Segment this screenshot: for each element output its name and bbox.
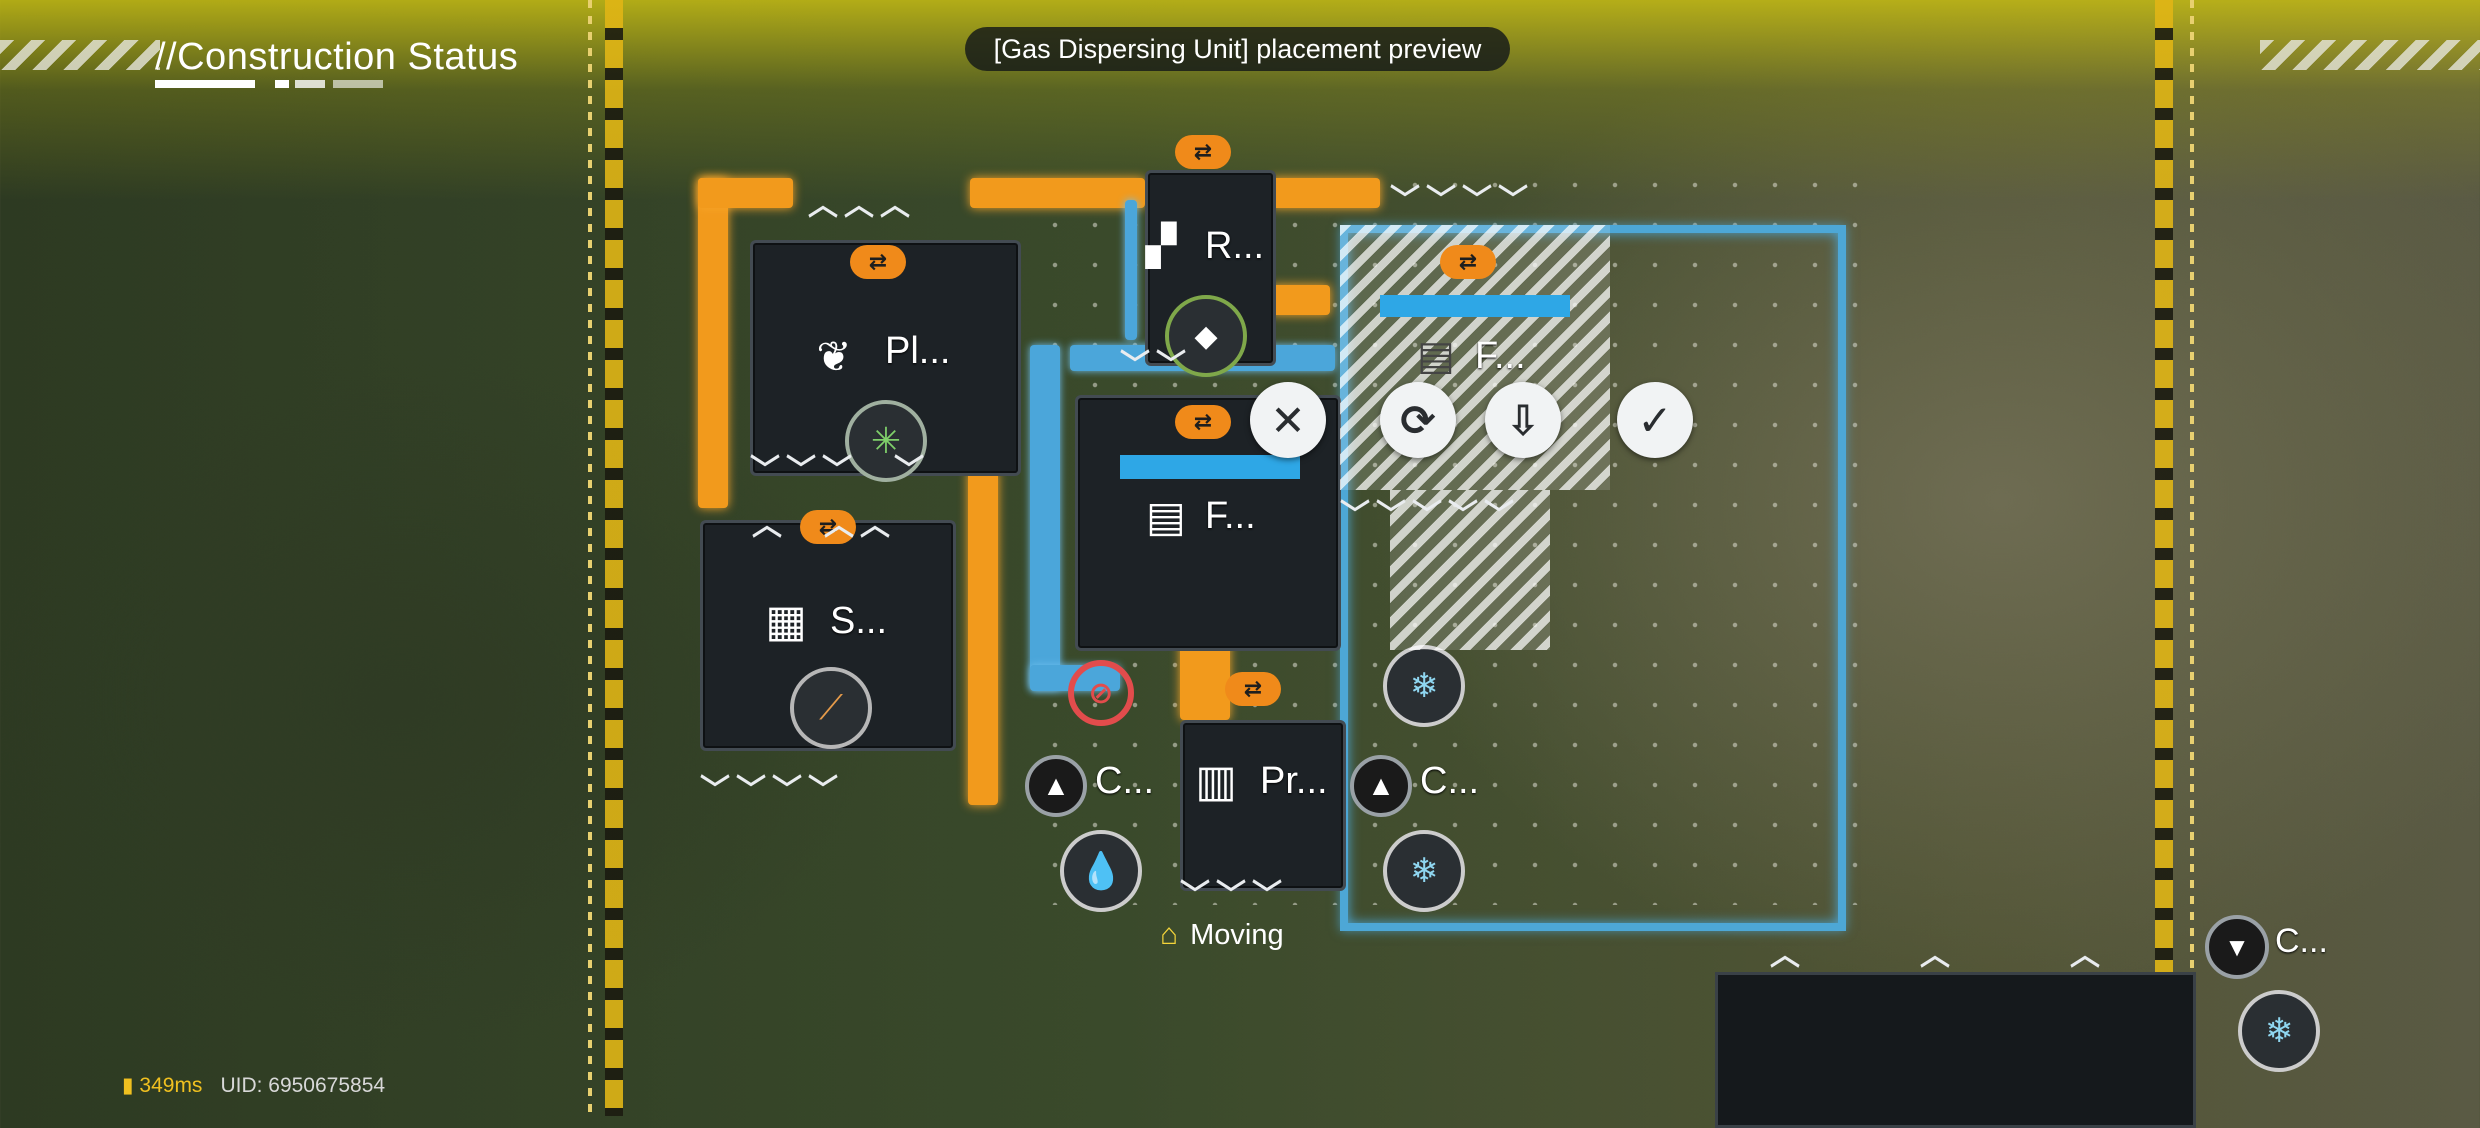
plant-slot-icon: ✳ bbox=[845, 400, 927, 482]
placement-preview-zone bbox=[1390, 490, 1550, 650]
output-arrows: ﹀﹀﹀ bbox=[1180, 879, 1288, 912]
collector-left-icon: ▲ bbox=[1025, 755, 1087, 817]
cancel-button[interactable]: ✕ bbox=[1250, 382, 1326, 458]
crystal-slot-icon: ❄ bbox=[2238, 990, 2320, 1072]
power-plug-icon: ⇄ bbox=[1440, 245, 1496, 279]
planter-label: Pl... bbox=[885, 330, 951, 372]
output-arrows: ﹀﹀﹀ ﹀ bbox=[750, 454, 930, 487]
uid-readout: UID: 6950675854 bbox=[220, 1073, 386, 1097]
moving-icon: ⌂ bbox=[1160, 918, 1179, 951]
boundary-line-right bbox=[2155, 0, 2173, 1116]
pipe-blue bbox=[1125, 200, 1137, 340]
collector-far-label: C... bbox=[2275, 922, 2328, 960]
input-arrows: ︿︿︿ bbox=[808, 189, 916, 222]
pipe-orange bbox=[698, 178, 728, 508]
processor-icon: ▥ bbox=[1195, 756, 1237, 806]
refinery-icon: ▞ bbox=[1145, 224, 1177, 268]
output-arrows: ﹀﹀﹀﹀﹀ bbox=[1340, 499, 1520, 532]
planter-icon: ❦ bbox=[816, 332, 852, 380]
title-decoration bbox=[155, 80, 405, 90]
moving-label: Moving bbox=[1190, 918, 1284, 951]
network-status: ▮ 349ms UID: 6950675854 bbox=[122, 1073, 385, 1098]
filter-status-bar bbox=[1120, 455, 1300, 479]
processor-building[interactable] bbox=[1180, 720, 1346, 891]
refinery-label: R... bbox=[1205, 225, 1265, 267]
power-plug-icon: ⇄ bbox=[1225, 672, 1281, 706]
collector-right-icon: ▲ bbox=[1350, 755, 1412, 817]
boundary-dashes-left bbox=[588, 0, 592, 1116]
output-arrows: ﹀﹀﹀﹀ bbox=[700, 774, 844, 807]
large-building[interactable] bbox=[1715, 972, 2196, 1128]
filter-preview-label: F... bbox=[1475, 335, 1526, 377]
input-arrows: ﹀﹀﹀﹀ bbox=[1390, 184, 1534, 217]
boundary-dashes-right bbox=[2190, 0, 2194, 1116]
filter-label: F... bbox=[1205, 495, 1256, 537]
placement-preview-banner: [Gas Dispersing Unit] placement preview bbox=[965, 27, 1510, 71]
pipe-orange bbox=[698, 178, 793, 208]
power-plug-icon: ⇄ bbox=[850, 245, 906, 279]
collector-right-label: C... bbox=[1420, 760, 1480, 802]
collector-far-icon: ▼ bbox=[2205, 915, 2269, 979]
processor-label: Pr... bbox=[1260, 760, 1328, 802]
power-plug-icon: ⇄ bbox=[1175, 135, 1231, 169]
blocked-icon: ⊘ bbox=[1068, 660, 1134, 726]
ore-slot-icon: ◆ bbox=[1165, 295, 1247, 377]
crystal-slot-icon: ❄ bbox=[1383, 645, 1465, 727]
seed-slot-icon: ⟋ bbox=[790, 667, 872, 749]
pipe-orange bbox=[970, 178, 1145, 208]
store-button[interactable]: ⇩ bbox=[1485, 382, 1561, 458]
signal-icon: ▮ bbox=[122, 1074, 134, 1097]
rotate-button[interactable]: ⟳ bbox=[1380, 382, 1456, 458]
pipe-orange bbox=[1270, 285, 1330, 315]
filter-preview-status-bar bbox=[1380, 295, 1570, 317]
power-plug-icon: ⇄ bbox=[800, 510, 856, 544]
filter-icon: ▤ bbox=[1146, 492, 1186, 540]
seed-icon: ▦ bbox=[765, 596, 807, 646]
seed-label: S... bbox=[830, 600, 888, 642]
hazard-hatch-left bbox=[0, 40, 160, 70]
pipe-orange bbox=[1270, 178, 1380, 208]
construction-status-title: //Construction Status bbox=[155, 36, 519, 78]
crystal-slot-icon: ❄ bbox=[1383, 830, 1465, 912]
boundary-line-left bbox=[605, 0, 623, 1116]
collector-left-label: C... bbox=[1095, 760, 1155, 802]
input-arrows: ︿ ︿︿ bbox=[752, 509, 896, 542]
pipe-orange bbox=[968, 470, 998, 805]
water-slot-icon: 💧 bbox=[1060, 830, 1142, 912]
input-arrows: ﹀﹀ bbox=[1120, 349, 1192, 382]
pipe-blue bbox=[1030, 345, 1060, 690]
moving-indicator: ⌂ Moving bbox=[1160, 912, 1370, 958]
input-arrows: ︿︿︿ bbox=[1770, 939, 2220, 972]
ping-readout: ▮ 349ms bbox=[122, 1074, 203, 1097]
hazard-hatch-right bbox=[2260, 40, 2480, 70]
confirm-button[interactable]: ✓ bbox=[1617, 382, 1693, 458]
filter-preview-icon: ▤ bbox=[1417, 334, 1455, 378]
power-plug-icon: ⇄ bbox=[1175, 405, 1231, 439]
